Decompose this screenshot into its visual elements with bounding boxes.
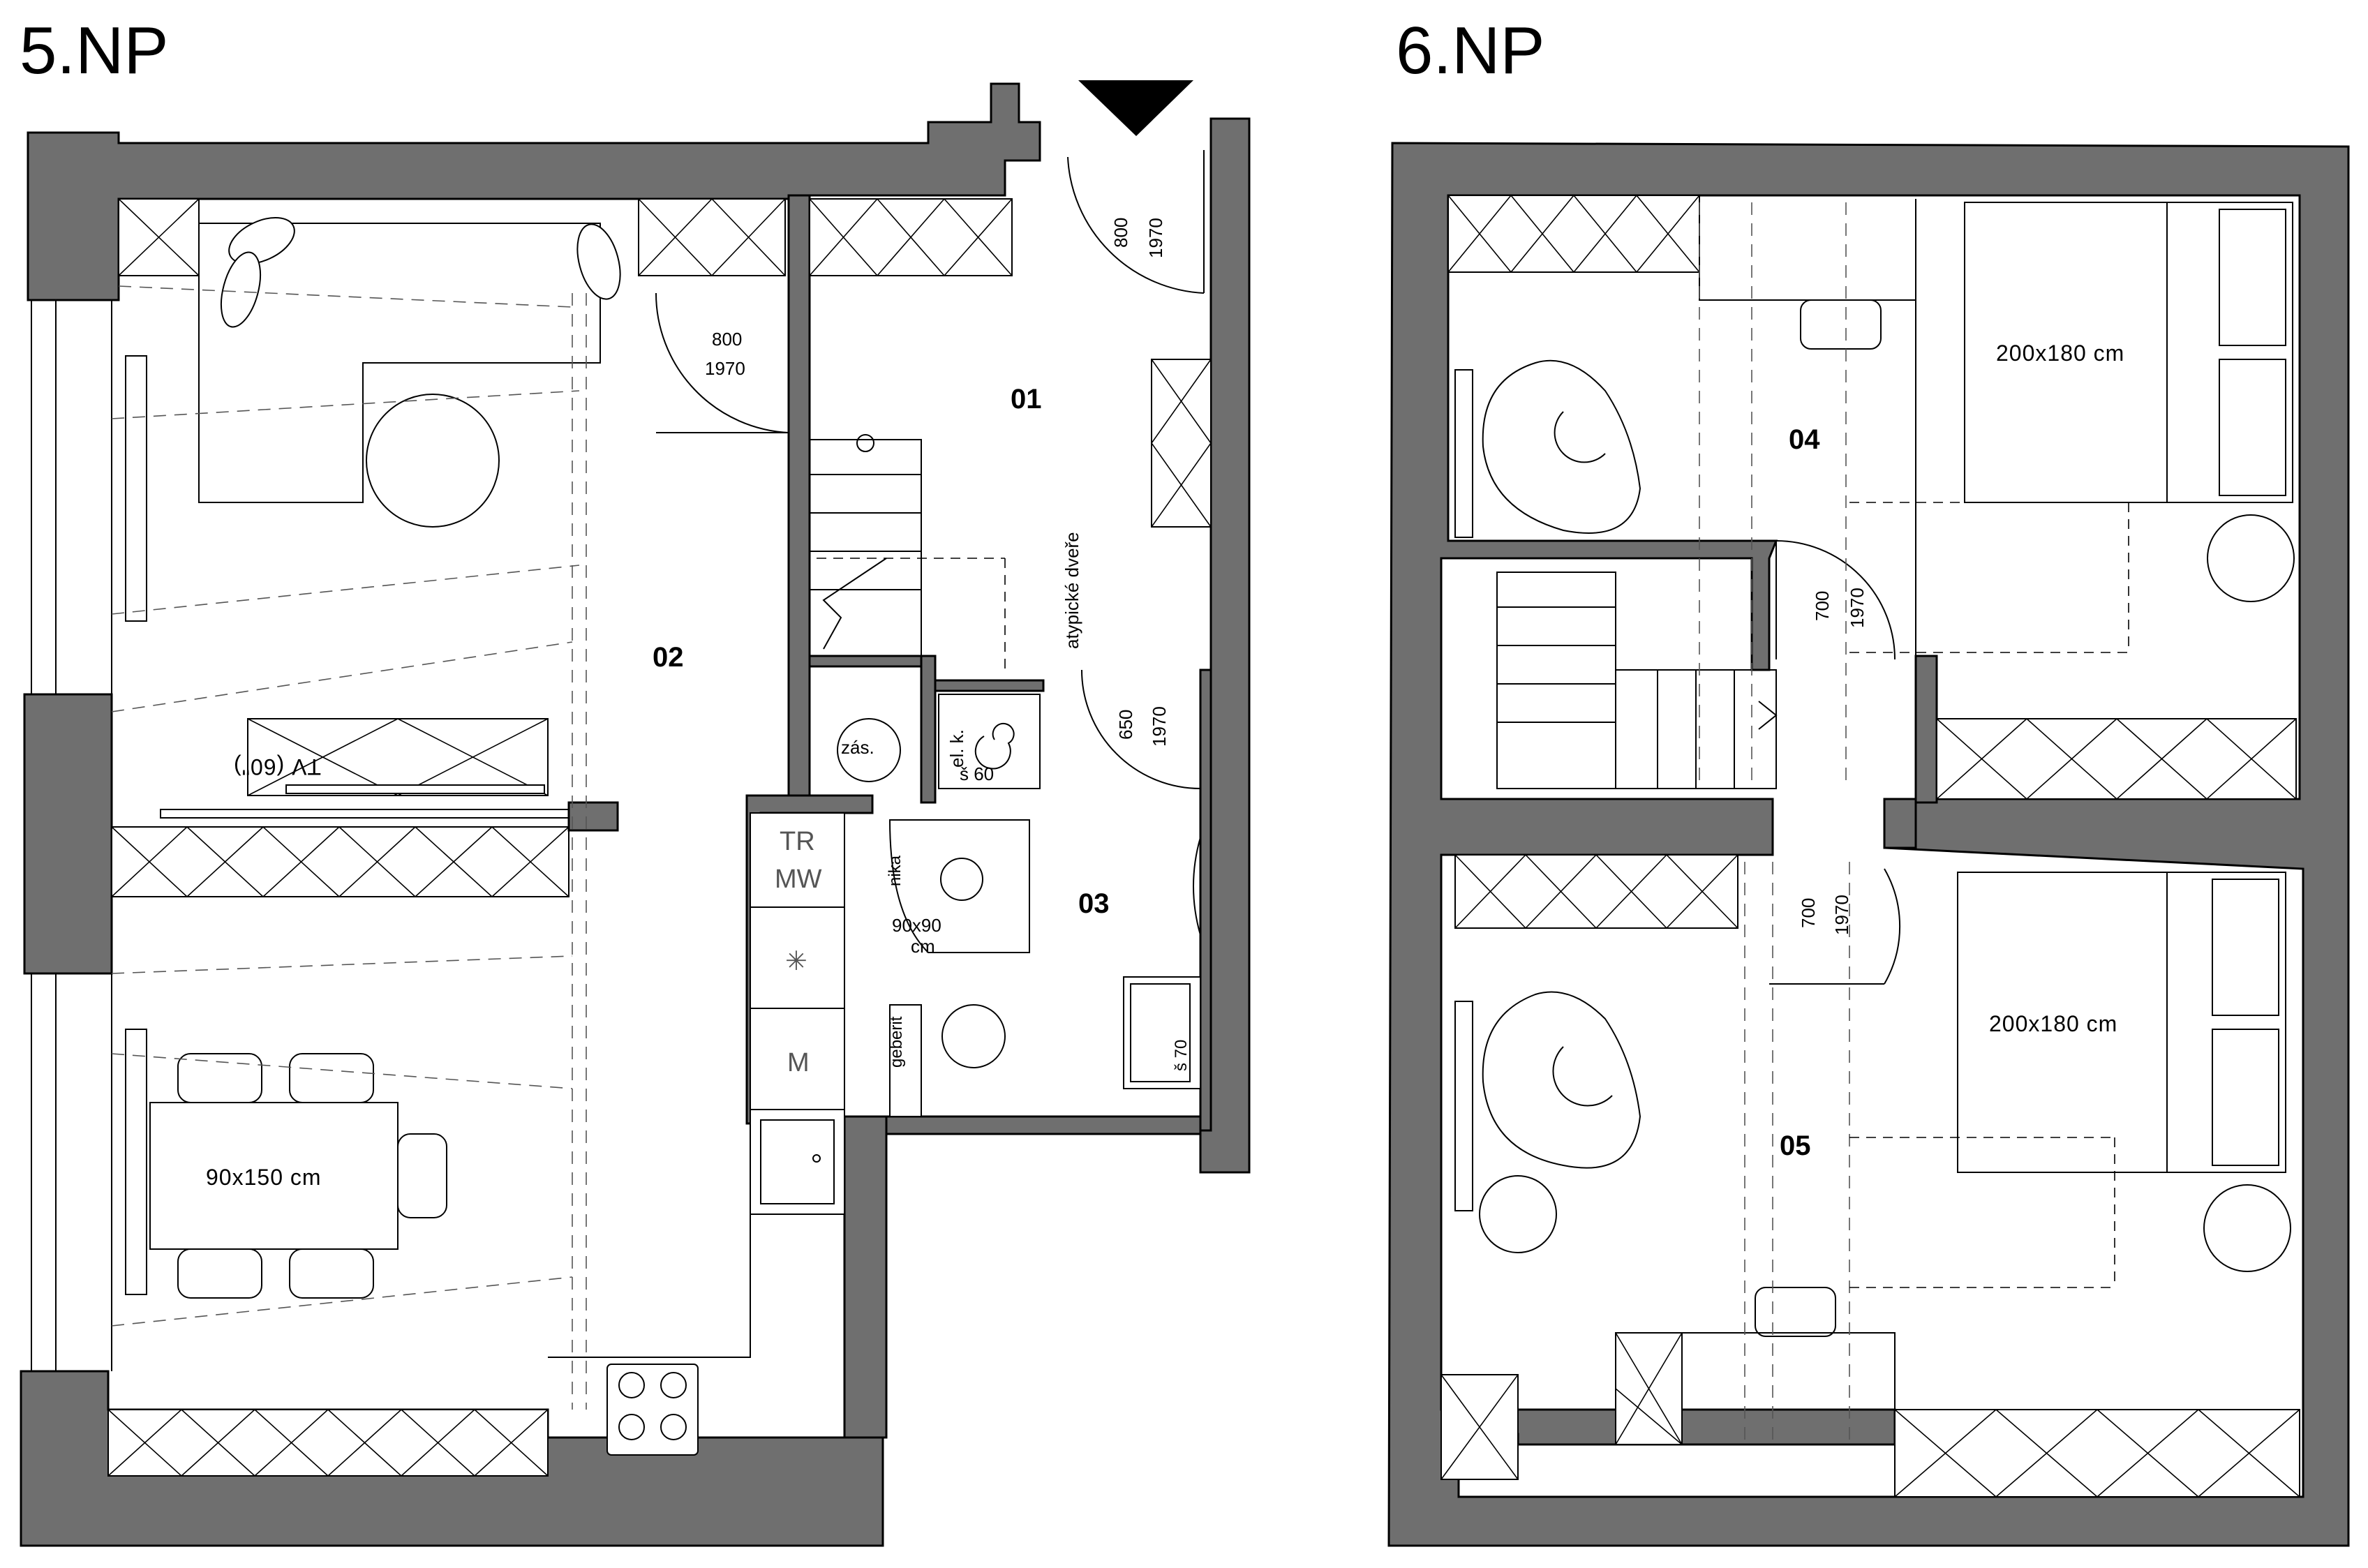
wall-below-bath bbox=[843, 1115, 888, 1439]
shower-unit: cm bbox=[911, 936, 935, 957]
storage-top-entry bbox=[809, 198, 1013, 276]
armchair-04 bbox=[1454, 359, 1641, 538]
storage-6np-04-bottom bbox=[1936, 718, 2297, 800]
table-label: 90x150 cm bbox=[206, 1165, 322, 1190]
tv-cabinet bbox=[247, 718, 549, 796]
elbox-width: š 60 bbox=[960, 763, 994, 784]
wall-elbox bbox=[920, 655, 1045, 804]
sink-width: š 70 bbox=[1172, 1040, 1191, 1071]
door-05-height: 1970 bbox=[1831, 895, 1852, 935]
door-living-width: 800 bbox=[712, 329, 742, 350]
door-bath[interactable] bbox=[1081, 669, 1201, 789]
door-04-width: 700 bbox=[1812, 591, 1833, 621]
room-05: 05 bbox=[1780, 1130, 1811, 1161]
atypical-door-label: atypické dveře bbox=[1062, 532, 1082, 649]
bath-03 bbox=[888, 819, 1201, 1117]
room-02: 02 bbox=[653, 642, 684, 673]
door-bath-height: 1970 bbox=[1149, 706, 1170, 747]
kitchen-mw: MW bbox=[775, 865, 822, 894]
electric-box bbox=[938, 694, 1041, 789]
door-04-height: 1970 bbox=[1847, 588, 1868, 628]
wall-6np-sep2 bbox=[1883, 798, 1917, 849]
floor-label-6np: 6.NP bbox=[1396, 13, 1544, 88]
room-03: 03 bbox=[1078, 888, 1110, 919]
wall-left-pillar bbox=[23, 693, 113, 975]
bed-04-label: 200x180 cm bbox=[1996, 341, 2124, 366]
door-bed-05[interactable] bbox=[1769, 868, 1901, 985]
door-entry-height: 1970 bbox=[1145, 218, 1166, 258]
tv-label: TV (60") bbox=[233, 754, 321, 779]
door-bed-04[interactable] bbox=[1775, 540, 1896, 660]
bed-05 bbox=[1957, 872, 2291, 1272]
window-left-top bbox=[31, 300, 147, 694]
dining-table bbox=[149, 1053, 447, 1299]
door-05-width: 700 bbox=[1798, 898, 1819, 928]
staircase-5np bbox=[809, 434, 922, 657]
storage-6np-05-top bbox=[1454, 854, 1738, 929]
entrance-arrow-icon bbox=[1078, 80, 1193, 136]
geberit-label: geberit bbox=[887, 1016, 906, 1068]
wall-stair-left bbox=[787, 194, 811, 797]
window-left-bottom bbox=[31, 973, 147, 1371]
wall-6np-sep bbox=[1914, 655, 1938, 804]
kitchen-m: M bbox=[787, 1048, 810, 1077]
storage-bottom bbox=[107, 1409, 549, 1477]
shower-size: 90x90 bbox=[892, 915, 941, 936]
door-bath-width: 650 bbox=[1115, 710, 1136, 740]
kitchen-freezer: ✳ bbox=[785, 947, 807, 976]
door-living-height: 1970 bbox=[705, 358, 745, 379]
desk-05 bbox=[1616, 1287, 1896, 1410]
niche-label: nika bbox=[886, 855, 904, 886]
ceiling-lines-5np bbox=[111, 285, 1006, 1410]
storage-6np-05-bottom bbox=[1894, 1409, 2300, 1498]
wall-bath-bottom bbox=[885, 1115, 1202, 1135]
storage-row-middle bbox=[111, 801, 619, 897]
door-living[interactable] bbox=[655, 292, 789, 433]
bed-05-label: 200x180 cm bbox=[1989, 1011, 2117, 1036]
elbox-label: el. k. bbox=[946, 729, 967, 768]
kitchen-units bbox=[548, 812, 845, 1456]
floor-6np: 200x180 cm bbox=[1387, 142, 2350, 1547]
floor-5np: TV (60") bbox=[20, 80, 1251, 1547]
coffee-table bbox=[366, 394, 500, 528]
storage-entry-right bbox=[1151, 359, 1212, 528]
ceiling-lines-6np bbox=[1699, 202, 2129, 1444]
sofa bbox=[198, 216, 621, 503]
storage-closet bbox=[837, 718, 901, 782]
staircase-6np bbox=[1496, 572, 1778, 789]
room-04: 04 bbox=[1789, 424, 1820, 455]
armchair-05 bbox=[1454, 991, 1641, 1253]
storage-top-left bbox=[118, 198, 200, 276]
kitchen-tr: TR bbox=[780, 827, 815, 856]
floor-label-5np: 5.NP bbox=[20, 13, 168, 88]
wall-bath-top bbox=[808, 655, 923, 668]
storage-6np-05-left bbox=[1440, 1332, 1683, 1480]
storage-label: zás. bbox=[841, 737, 874, 758]
wall-bath-right bbox=[1199, 669, 1212, 1132]
door-entry[interactable] bbox=[1067, 150, 1205, 294]
bed-04 bbox=[1699, 195, 2295, 656]
storage-top-mid bbox=[638, 198, 786, 276]
room-01: 01 bbox=[1011, 384, 1042, 415]
door-entry-width: 800 bbox=[1110, 218, 1131, 248]
storage-6np-top bbox=[1447, 195, 1700, 273]
